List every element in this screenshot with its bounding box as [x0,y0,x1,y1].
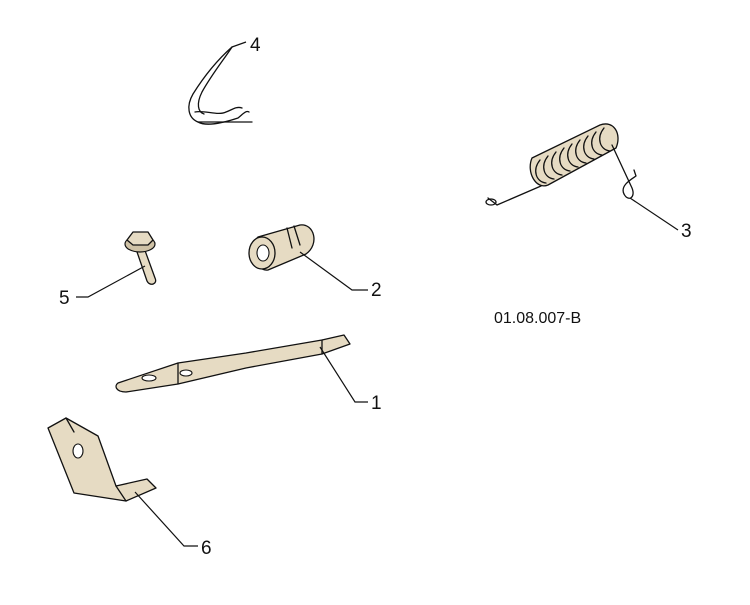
reference-code: 01.08.007-B [494,310,581,327]
callout-6: 6 [201,538,212,559]
callout-5: 5 [59,288,70,309]
part-4-hairpin-clip [188,46,253,125]
leader-1 [319,346,368,403]
part-3-extension-spring [485,123,637,206]
part-5-flange-bolt [124,231,157,285]
leader-3 [629,197,679,231]
leader-6 [134,491,198,547]
part-1-flat-link [115,334,351,393]
callout-1: 1 [371,393,382,414]
part-2-spacer-sleeve [248,224,315,271]
leader-2 [299,251,368,291]
leader-5 [76,265,146,298]
callout-2: 2 [371,280,382,301]
leader-4 [231,41,247,48]
part-6-angle-bracket [47,417,157,502]
callout-3: 3 [681,221,692,242]
callout-4: 4 [250,35,261,56]
